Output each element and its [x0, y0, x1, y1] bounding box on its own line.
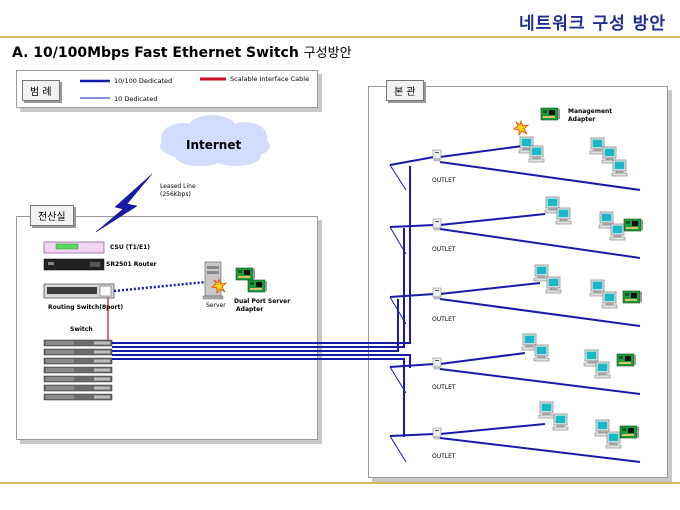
section-heading: A. 10/100Mbps Fast Ethernet Switch 구성방안	[12, 42, 352, 61]
floor-row-4	[389, 333, 641, 395]
computer-room-tag: 전산실	[30, 205, 74, 226]
leased-line-label: Leased Line	[160, 183, 196, 190]
floor-row-5	[389, 401, 641, 463]
switch-unit	[43, 366, 113, 374]
floor-row-3	[389, 264, 643, 327]
bottom-divider	[0, 482, 680, 484]
csu-device	[43, 241, 105, 254]
network-adapter-icon	[622, 290, 643, 304]
page-title: 네트워크 구성 방안	[519, 14, 666, 34]
computer-icon	[609, 223, 626, 241]
outlet-label-5: OUTLET	[432, 453, 456, 460]
computer-icon	[552, 413, 569, 431]
server-label: Server	[206, 302, 226, 309]
router-device	[43, 258, 105, 271]
outlet-label-4: OUTLET	[432, 384, 456, 391]
management-adapter-label: Management	[568, 108, 613, 115]
outlet-label-3: OUTLET	[432, 316, 456, 323]
internet-label: Internet	[186, 138, 242, 152]
outlet-label-2: OUTLET	[432, 246, 456, 253]
legend-label-scalable: Scalable Interface Cable	[230, 75, 310, 83]
legend-label-100: 10/100 Dedicated	[114, 77, 173, 85]
main-building-panel	[368, 86, 668, 478]
computer-icon	[538, 401, 555, 419]
outlet-hub-icon	[432, 357, 442, 370]
management-adapter-label-2: Adapter	[568, 116, 596, 123]
network-adapter-icon	[540, 107, 561, 121]
computer-icon	[611, 159, 628, 177]
csu-label: CSU (T1/E1)	[110, 244, 151, 251]
server-adapter-label: Dual Port Server	[234, 298, 291, 305]
floor-row-1	[389, 107, 641, 191]
outlet-hub-icon	[432, 427, 442, 440]
outlet-hub-icon	[432, 287, 442, 300]
routing-switch-label: Routing Switch(8port)	[48, 304, 124, 311]
section-heading-main: A. 10/100Mbps Fast Ethernet Switch	[12, 45, 299, 61]
computer-icon	[594, 361, 611, 379]
switch-unit	[43, 339, 113, 347]
legend-label-10: 10 Dedicated	[114, 95, 158, 103]
legend-box	[16, 70, 318, 108]
switch-unit	[43, 348, 113, 356]
outlet-hub-icon	[432, 149, 442, 162]
section-heading-sub: 구성방안	[303, 46, 352, 61]
network-adapter-icon	[619, 425, 640, 439]
main-building-tag: 본 관	[386, 80, 424, 101]
outlet-label-1: OUTLET	[432, 177, 456, 184]
network-adapter-icon	[247, 279, 268, 293]
network-adapter-icon	[623, 218, 644, 232]
switch-unit	[43, 384, 113, 392]
switch-unit	[43, 375, 113, 383]
router-label: SR2501 Router	[106, 261, 157, 268]
computer-icon	[601, 291, 618, 309]
top-divider	[0, 36, 680, 38]
computer-icon	[528, 145, 545, 163]
routing-switch-device	[43, 283, 115, 299]
highlight-burst-icon	[513, 120, 529, 136]
legend-tag: 범 례	[22, 80, 60, 101]
backbone-trunks	[112, 166, 411, 437]
switch-unit	[43, 357, 113, 365]
outlet-hub-icon	[432, 218, 442, 231]
internet-cloud	[160, 115, 270, 166]
switch-unit	[43, 393, 113, 401]
computer-icon	[545, 276, 562, 294]
network-adapter-icon	[616, 353, 637, 367]
computer-icon	[533, 344, 550, 362]
leased-line-speed: (256Kbps)	[160, 191, 191, 198]
computer-icon	[555, 207, 572, 225]
network-adapter-icon	[235, 267, 256, 281]
server-link-dotted	[113, 280, 207, 293]
server-adapter-label-2: Adapter	[236, 306, 264, 313]
floor-row-2	[389, 196, 644, 259]
switch-label: Switch	[70, 326, 93, 333]
leased-line-bolt	[95, 173, 153, 233]
computer-icon	[605, 431, 622, 449]
